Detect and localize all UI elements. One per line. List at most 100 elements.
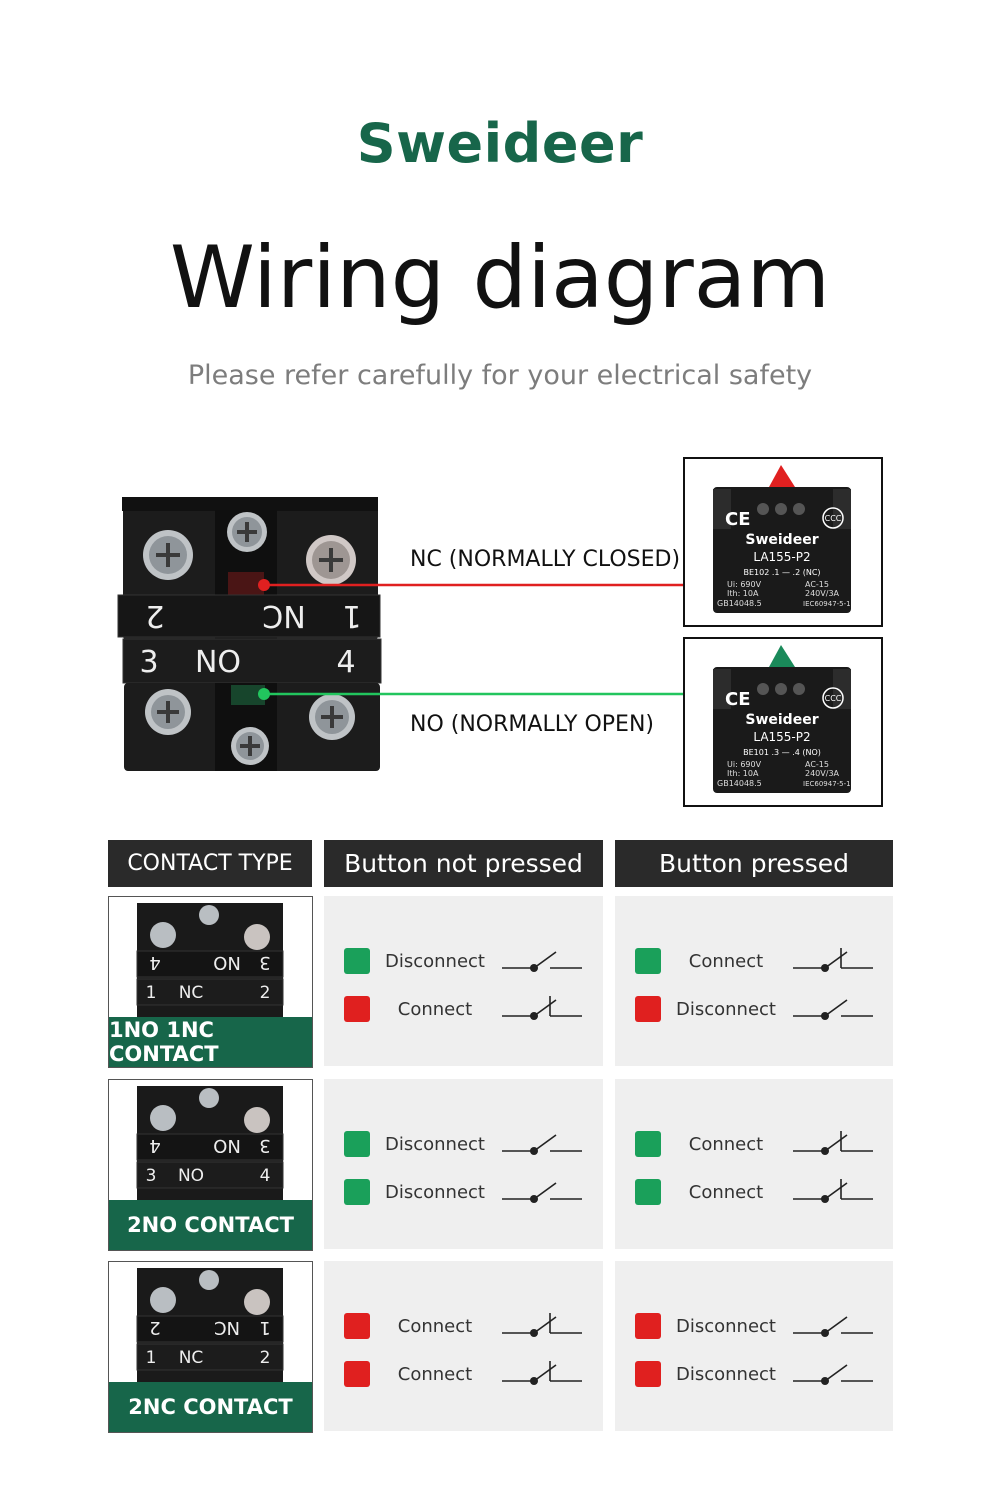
red-indicator-icon <box>344 996 370 1022</box>
contact-module-photo: CE CCC Sweideer LA155-P2 BE102 .1 — .2 (… <box>683 457 883 627</box>
screw-icon <box>145 689 191 735</box>
contact-state: Connect <box>688 1133 764 1155</box>
module-spec-right: 240V/3A <box>805 589 840 598</box>
contact-state: Connect <box>397 1363 473 1385</box>
thumb-num: 1 <box>146 1348 157 1368</box>
contact-state-row: Connect <box>344 1309 590 1343</box>
switch-closed-icon <box>793 1131 873 1155</box>
contact-block-thumb: 2 NC 1 1 NC 2 <box>136 1268 284 1388</box>
contact-state-row: Connect <box>635 944 881 978</box>
header-pressed: Button pressed <box>615 840 893 887</box>
red-indicator-icon <box>344 1313 370 1339</box>
thumb-num: 1 <box>146 983 157 1003</box>
green-indicator-icon <box>635 1131 661 1157</box>
contact-state-row: Connect <box>635 1127 881 1161</box>
thumb-num: 4 <box>149 1135 160 1156</box>
ccc-badge <box>822 687 844 709</box>
upper-contact-label: NC <box>262 598 305 633</box>
switch-open-icon <box>502 1134 582 1155</box>
switch-open-icon <box>502 1182 582 1203</box>
module-spec-left: Ith: 10A <box>727 769 759 778</box>
screw-icon <box>231 727 269 765</box>
ce-mark: CE <box>725 689 751 710</box>
contact-state-row: Connect <box>344 992 590 1026</box>
contact-state: Disconnect <box>676 1363 776 1385</box>
thumb-num: 1 <box>259 1317 270 1338</box>
module-spec-right: IEC60947-5-1 <box>803 600 851 608</box>
contact-state-row: Disconnect <box>635 1309 881 1343</box>
contact-state-row: Connect <box>635 1175 881 1209</box>
thumb-label: NO <box>213 952 241 973</box>
contact-state: Disconnect <box>676 1315 776 1337</box>
contact-state: Connect <box>688 950 764 972</box>
contact-state: Connect <box>688 1181 764 1203</box>
contact-state-row: Disconnect <box>344 1127 590 1161</box>
green-indicator-icon <box>344 1131 370 1157</box>
thumb-num: 4 <box>149 952 160 973</box>
contact-state: Disconnect <box>385 950 485 972</box>
contact-module-photo: CE CCC Sweideer LA155-P2 BE101 .3 — .4 (… <box>683 637 883 807</box>
page-subtitle: Please refer carefully for your electric… <box>187 360 813 391</box>
module-spec-right: 240V/3A <box>805 769 840 778</box>
lower-contact-label: NO <box>195 645 241 680</box>
module-spec-left: GB14048.5 <box>717 599 762 608</box>
contact-type-thumbnail: 4 NO 3 1 NC 2 1NO 1NC CONTACT <box>108 896 313 1068</box>
contact-state: Disconnect <box>385 1181 485 1203</box>
actuator-tab <box>769 465 795 487</box>
switch-open-icon <box>793 1364 873 1385</box>
red-indicator-icon <box>635 996 661 1022</box>
screw-icon <box>143 530 193 580</box>
contact-type-thumbnail: 2 NC 1 1 NC 2 2NC CONTACT <box>108 1261 313 1433</box>
contact-state: Connect <box>397 1315 473 1337</box>
brand-logo: Sweideer <box>356 112 644 175</box>
thumb-label: NC <box>214 1317 240 1338</box>
thumb-num: 2 <box>260 1348 271 1368</box>
thumb-label: NO <box>213 1135 241 1156</box>
lower-left-number: 3 <box>139 645 158 680</box>
ccc-mark: CCC <box>825 514 842 523</box>
contact-state-row: Disconnect <box>635 992 881 1026</box>
pressed-cell: Connect Connect <box>615 1079 893 1249</box>
upper-right-number: 1 <box>342 598 361 633</box>
contact-state-row: Disconnect <box>635 1357 881 1391</box>
module-code: BE102 .1 — .2 (NC) <box>743 568 820 577</box>
screw-icon <box>309 694 355 740</box>
contact-state-row: Disconnect <box>344 1175 590 1209</box>
green-indicator-icon <box>635 1179 661 1205</box>
switch-closed-icon <box>793 1179 873 1203</box>
ccc-mark: CCC <box>825 694 842 703</box>
header-contact-type: CONTACT TYPE <box>108 840 312 887</box>
no-lead-label: NO (NORMALLY OPEN) <box>410 712 654 737</box>
contact-state: Disconnect <box>676 998 776 1020</box>
contact-state: Disconnect <box>385 1133 485 1155</box>
ce-mark: CE <box>725 509 751 530</box>
thumb-num: 3 <box>259 952 270 973</box>
contact-type-label: 2NC CONTACT <box>109 1382 312 1432</box>
pressed-cell: Disconnect Disconnect <box>615 1261 893 1431</box>
module-spec-left: GB14048.5 <box>717 779 762 788</box>
switch-closed-icon <box>793 948 873 972</box>
switch-closed-icon <box>502 1313 582 1337</box>
switch-closed-icon <box>502 1361 582 1385</box>
module-spec-left: Ith: 10A <box>727 589 759 598</box>
module-model: LA155-P2 <box>753 550 810 564</box>
contact-block-thumb: 4 NO 3 1 NC 2 <box>136 903 284 1023</box>
thumb-num: 2 <box>149 1317 160 1338</box>
green-indicator-icon <box>344 1179 370 1205</box>
switch-closed-icon <box>502 996 582 1020</box>
thumb-num: 3 <box>259 1135 270 1156</box>
module-spec-right: IEC60947-5-1 <box>803 780 851 788</box>
green-indicator-icon <box>635 948 661 974</box>
module-brand: Sweideer <box>745 532 818 548</box>
thumb-label: NC <box>179 983 204 1003</box>
contact-state: Connect <box>397 998 473 1020</box>
module-brand: Sweideer <box>745 712 818 728</box>
not-pressed-cell: Disconnect Connect <box>324 896 603 1066</box>
red-indicator-icon <box>635 1313 661 1339</box>
screw-icon <box>306 535 356 585</box>
switch-open-icon <box>793 999 873 1020</box>
contact-block-photo: 2 NC 1 3 NO 4 <box>117 497 382 771</box>
red-indicator-icon <box>344 1361 370 1387</box>
nc-lead-label: NC (NORMALLY CLOSED) <box>410 547 681 572</box>
green-indicator-icon <box>344 948 370 974</box>
